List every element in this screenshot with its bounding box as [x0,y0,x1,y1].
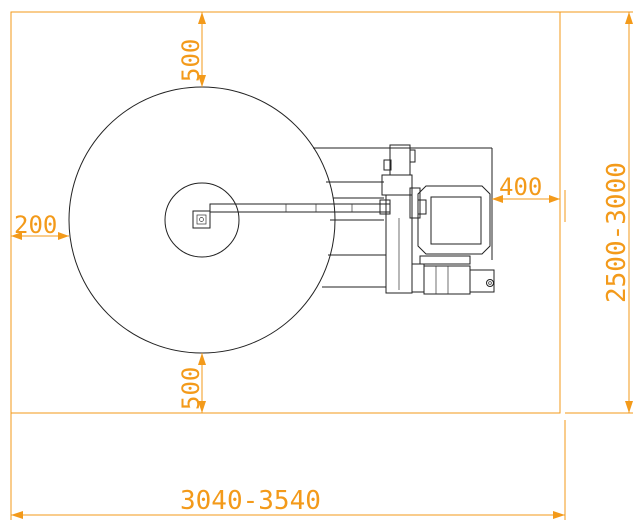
dimension-bottom-clearance: 500 [177,353,206,413]
left-clearance-label: 200 [14,211,57,239]
dimension-right-clearance: 400 [492,173,566,222]
bottom-clearance-label: 500 [177,367,205,410]
carriage-box [417,185,491,255]
turntable-circle [68,86,336,354]
top-clearance-label: 500 [177,39,205,82]
dimension-room-depth: 2500-3000 [560,11,633,414]
dimension-left-clearance: 200 [11,211,69,240]
room-depth-label: 2500-3000 [602,162,632,303]
drive-motor [411,255,495,295]
mast-column [379,144,427,294]
spindle-square [192,210,211,229]
machine-outline [68,86,495,354]
motor-knob [486,279,494,287]
room-boundary [10,11,561,414]
room-width-label: 3040-3540 [180,486,321,516]
base-frame [313,147,493,288]
dimension-top-clearance: 500 [177,12,206,87]
hub-circle [164,182,240,258]
dimension-room-width: 3040-3540 [10,413,566,520]
right-clearance-label: 400 [499,173,542,201]
